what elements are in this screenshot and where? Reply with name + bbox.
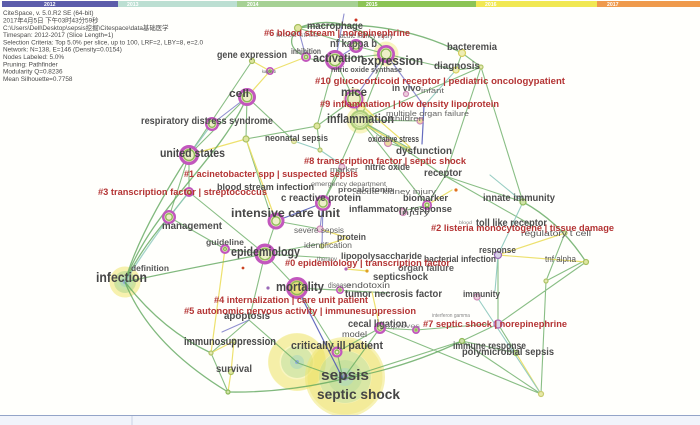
svg-text:acute kidney injury: acute kidney injury xyxy=(356,189,437,196)
svg-text:#2 listeria monocytogene | ti: #2 listeria monocytogene | tissue damage xyxy=(431,223,614,233)
svg-text:emergency department: emergency department xyxy=(311,181,386,188)
svg-text:bacterial infection: bacterial infection xyxy=(424,254,496,264)
svg-text:critically ill patient: critically ill patient xyxy=(291,340,383,352)
svg-text:definition: definition xyxy=(131,263,169,273)
svg-text:multiple organ failure: multiple organ failure xyxy=(386,109,469,118)
svg-text:2017年4月5日 下午03时43分59秒: 2017年4月5日 下午03时43分59秒 xyxy=(3,16,99,25)
svg-text:tumor necrosis factor: tumor necrosis factor xyxy=(345,289,442,300)
svg-text:dysfunction: dysfunction xyxy=(396,146,452,157)
svg-text:regulatory t cell: regulatory t cell xyxy=(521,229,591,238)
svg-text:united states: united states xyxy=(160,146,225,160)
svg-text:2016: 2016 xyxy=(485,2,497,8)
svg-text:injury: injury xyxy=(399,208,430,217)
svg-text:epidemiology: epidemiology xyxy=(231,245,300,259)
svg-text:#4 internalization | care uni: #4 internalization | care unit patient xyxy=(214,295,368,305)
svg-text:Modularity Q=0.8236: Modularity Q=0.8236 xyxy=(3,69,63,76)
svg-text:immunity: immunity xyxy=(463,289,500,299)
svg-text:children: children xyxy=(390,114,424,123)
svg-text:CiteSpace, v. 5.0.R2 SE (64-bi: CiteSpace, v. 5.0.R2 SE (64-bit) xyxy=(3,10,93,17)
svg-text:2015: 2015 xyxy=(366,2,378,8)
svg-text:2013: 2013 xyxy=(127,2,139,8)
svg-text:Pruning: Pathfinder: Pruning: Pathfinder xyxy=(3,61,59,68)
svg-text:infection: infection xyxy=(96,270,147,285)
svg-text:blood strea: blood strea xyxy=(276,33,319,39)
svg-text:inflammation: inflammation xyxy=(327,111,394,126)
svg-text:procalcitonin: procalcitonin xyxy=(338,185,393,194)
svg-text:#1 acinetobacter spp | suspec: #1 acinetobacter spp | suspected sepsis xyxy=(184,169,358,179)
svg-text:#3 transcription factor | str: #3 transcription factor | streptococcus xyxy=(98,187,267,197)
svg-text:nitric oxide: nitric oxide xyxy=(365,162,410,172)
svg-text:acute kidney injury: acute kidney injury xyxy=(340,33,393,40)
svg-text:guideline: guideline xyxy=(206,237,244,247)
svg-text:marker: marker xyxy=(330,165,359,174)
svg-text:septic shock: septic shock xyxy=(317,386,400,402)
svg-text:receptor: receptor xyxy=(424,168,462,179)
svg-text:2014: 2014 xyxy=(247,2,259,8)
svg-text:bacteremia: bacteremia xyxy=(447,42,497,53)
svg-text:identification: identification xyxy=(304,241,352,250)
svg-text:oxidative stress: oxidative stress xyxy=(368,134,419,145)
svg-text:inhibition: inhibition xyxy=(291,47,321,56)
svg-text:response: response xyxy=(479,245,516,255)
svg-text:cell: cell xyxy=(229,88,249,100)
svg-text:septicshock: septicshock xyxy=(373,272,428,283)
svg-text:diagnosis: diagnosis xyxy=(434,61,480,72)
svg-text:immune response: immune response xyxy=(453,341,526,352)
svg-text:lipopolysaccharide: lipopolysaccharide xyxy=(341,251,422,261)
svg-text:Network: N=138, E=146 (Density: Network: N=138, E=146 (Density=0.0154) xyxy=(3,47,122,54)
svg-text:survival: survival xyxy=(216,364,252,375)
svg-text:macrophage: macrophage xyxy=(307,20,363,32)
svg-text:#8 transcription factor | sep: #8 transcription factor | septic shock xyxy=(304,156,467,166)
svg-text:#7 septic shock | norepinephri: #7 septic shock | norepinephrine xyxy=(423,319,567,329)
svg-text:protein: protein xyxy=(337,232,366,242)
svg-text:expression: expression xyxy=(361,53,423,68)
svg-text:interferon gamma: interferon gamma xyxy=(432,313,471,319)
svg-text:mice: mice xyxy=(341,87,367,99)
svg-text:intensive care unit: intensive care unit xyxy=(231,206,340,220)
svg-text:2012: 2012 xyxy=(44,2,56,8)
svg-text:#10 glucocorticoid receptor |: #10 glucocorticoid receptor | pediatric … xyxy=(315,76,565,86)
svg-text:endotoxin: endotoxin xyxy=(346,280,390,290)
svg-text:polymicrobial sepsis: polymicrobial sepsis xyxy=(462,347,554,358)
svg-text:#6 blood stream | norepinephr: #6 blood stream | norepinephrine xyxy=(264,28,410,38)
svg-text:model: model xyxy=(342,329,367,339)
svg-text:#9 inflammation | low density: #9 inflammation | low density lipoprotei… xyxy=(320,99,499,109)
svg-text:#0 epidemiology | transcripti: #0 epidemiology | transcription factor xyxy=(285,258,450,268)
svg-text:disease: disease xyxy=(328,281,350,290)
svg-text:nf kappa b: nf kappa b xyxy=(330,38,377,50)
svg-text:gene expression: gene expression xyxy=(217,50,287,61)
svg-text:therapy: therapy xyxy=(317,256,338,263)
svg-text:severe sepsis: severe sepsis xyxy=(294,226,344,235)
svg-text:biomarker: biomarker xyxy=(403,193,448,204)
svg-text:cecal ligation: cecal ligation xyxy=(348,319,407,330)
svg-text:neonatal sepsis: neonatal sepsis xyxy=(265,133,328,143)
svg-text:Mean Silhouette=0.7758: Mean Silhouette=0.7758 xyxy=(3,76,73,83)
svg-text:apoptosis: apoptosis xyxy=(224,311,270,322)
svg-text:C:\Users\Dell\Desktop\sepsis挖掘: C:\Users\Dell\Desktop\sepsis挖掘\Citespace… xyxy=(3,23,169,32)
svg-text:innate immunity: innate immunity xyxy=(483,193,555,204)
svg-text:management: management xyxy=(162,221,223,232)
svg-text:blood stream infection: blood stream infection xyxy=(217,182,314,193)
svg-text:respiratory distress syndrome: respiratory distress syndrome xyxy=(141,115,273,127)
svg-text:mortality: mortality xyxy=(276,280,324,294)
svg-text:improves: improves xyxy=(383,323,421,330)
svg-text:immunosuppression: immunosuppression xyxy=(184,336,276,348)
svg-text:2017: 2017 xyxy=(607,2,619,8)
svg-text:Selection Criteria: Top 5.0% p: Selection Criteria: Top 5.0% per slice, … xyxy=(3,39,204,46)
svg-text:Timespan: 2012-2017 (Slice Len: Timespan: 2012-2017 (Slice Length=1) xyxy=(3,32,113,39)
svg-text:kappa b: kappa b xyxy=(262,69,276,74)
svg-text:nitric oxide synthase: nitric oxide synthase xyxy=(331,65,402,74)
svg-text:in vivo: in vivo xyxy=(392,83,422,93)
svg-text:infant: infant xyxy=(421,86,445,95)
svg-text:inflammatory response: inflammatory response xyxy=(349,204,452,215)
svg-text:Nodes Labeled: 5.0%: Nodes Labeled: 5.0% xyxy=(3,54,64,61)
svg-text:blood: blood xyxy=(459,220,473,225)
svg-text:toll like receptor: toll like receptor xyxy=(476,218,547,229)
svg-text:activation: activation xyxy=(313,53,364,65)
svg-text:sepsis: sepsis xyxy=(321,367,369,384)
svg-text:tnf alpha: tnf alpha xyxy=(545,254,576,264)
svg-text:c reactive protein: c reactive protein xyxy=(281,193,361,204)
svg-text:#5 autonomic nervous activity: #5 autonomic nervous activity | immunesu… xyxy=(184,306,416,316)
svg-text:organ failure: organ failure xyxy=(398,263,454,273)
